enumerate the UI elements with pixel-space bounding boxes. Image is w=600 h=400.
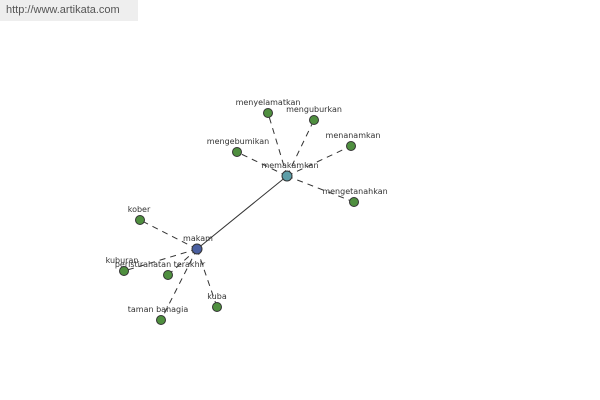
node-label-makam: makam	[183, 234, 213, 243]
graph-nodes	[119, 108, 359, 325]
node-kuba[interactable]	[212, 302, 222, 312]
edge-memakamkan-mengetanahkan	[286, 175, 355, 203]
edge-memakamkan-menanamkan	[286, 145, 352, 177]
node-memakamkan[interactable]	[281, 170, 293, 182]
node-label-mengetanahkan: mengetanahkan	[322, 187, 387, 196]
node-kuburan[interactable]	[119, 266, 129, 276]
edge-makam-memakamkan	[196, 175, 288, 250]
node-taman-bahagia[interactable]	[156, 315, 166, 325]
node-mengetanahkan[interactable]	[349, 197, 359, 207]
node-menyelamatkan[interactable]	[263, 108, 273, 118]
node-label-menguburkan: menguburkan	[286, 105, 342, 114]
node-menguburkan[interactable]	[309, 115, 319, 125]
node-peristirahatan-terakhir[interactable]	[163, 270, 173, 280]
edge-memakamkan-mengebumikan	[236, 151, 288, 177]
node-makam[interactable]	[191, 243, 203, 255]
node-menanamkan[interactable]	[346, 141, 356, 151]
node-label-kuburan: kuburan	[106, 256, 139, 265]
edge-makam-taman-bahagia	[160, 248, 198, 321]
node-mengebumikan[interactable]	[232, 147, 242, 157]
node-kober[interactable]	[135, 215, 145, 225]
watermark-url: http://www.artikata.com	[0, 0, 138, 21]
graph-edges	[123, 112, 355, 321]
edge-makam-kuburan	[123, 248, 198, 272]
node-label-memakamkan: memakamkan	[261, 161, 318, 170]
node-label-kuba: kuba	[207, 292, 227, 301]
node-label-kober: kober	[128, 205, 151, 214]
node-label-taman-bahagia: taman bahagia	[128, 305, 189, 314]
node-label-mengebumikan: mengebumikan	[207, 137, 269, 146]
node-label-menanamkan: menanamkan	[326, 131, 381, 140]
node-label-menyelamatkan: menyelamatkan	[236, 98, 301, 107]
node-label-peristirahatan-terakhir: peristirahatan terakhir	[115, 260, 206, 269]
